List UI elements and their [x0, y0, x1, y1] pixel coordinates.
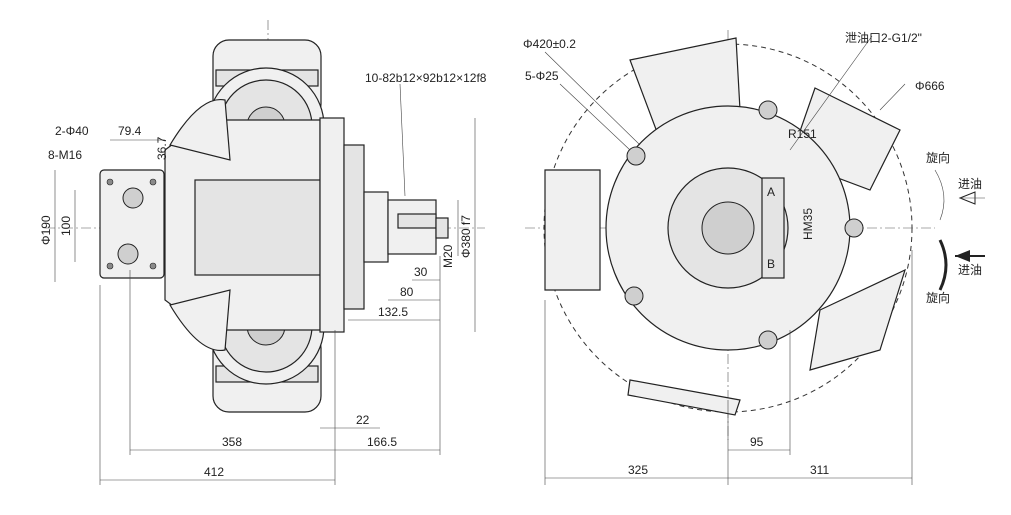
- model-label: HM35: [801, 208, 815, 240]
- dim-len-22: 22: [356, 413, 370, 427]
- dim-dia-pilot: Φ380 f7: [459, 215, 473, 258]
- front-view-dimensions: [544, 35, 913, 485]
- dim-len-132: 132.5: [378, 305, 408, 319]
- dim-len-311: 311: [810, 463, 829, 477]
- mounting-flange: [319, 117, 345, 333]
- dim-holes-top: 2-Φ40: [55, 124, 89, 138]
- dim-spline: 10-82b12×92b12×12f8: [365, 71, 487, 85]
- dim-len-166: 166.5: [367, 435, 397, 449]
- dim-len-412: 412: [204, 465, 224, 479]
- dim-height-100: 100: [59, 216, 73, 236]
- dim-len-95: 95: [750, 435, 764, 449]
- port-a-label: A: [767, 185, 775, 199]
- dim-len-358: 358: [222, 435, 242, 449]
- dim-mount-holes: 5-Φ25: [525, 69, 559, 83]
- side-view: 2-Φ40 79.4 8-M16 36.7 Φ190 100 10-82b12×…: [39, 20, 487, 485]
- dim-span-top: 79.4: [118, 124, 142, 138]
- dim-threads: 8-M16: [48, 148, 82, 162]
- dim-radius: R151: [788, 127, 817, 141]
- side-view-dimensions: [54, 83, 476, 485]
- dim-len-30: 30: [414, 265, 428, 279]
- dim-len-325: 325: [628, 463, 648, 477]
- output-shaft: [363, 191, 449, 263]
- dim-pcd: Φ420±0.2: [523, 37, 576, 51]
- inlet-label-bottom: 进油: [958, 263, 982, 277]
- rotation-label-top: 旋向: [926, 150, 950, 165]
- dim-len-80: 80: [400, 285, 414, 299]
- dim-drain: 泄油口2-G1/2": [845, 31, 922, 45]
- rotation-label-bottom: 旋向: [926, 290, 950, 305]
- inlet-label-top: 进油: [958, 177, 982, 191]
- port-block: [99, 169, 165, 279]
- port-plate: [761, 177, 785, 279]
- dim-offset: 36.7: [155, 136, 169, 160]
- mounting-holes: [624, 100, 864, 350]
- dim-dia-flange: Φ190: [39, 215, 53, 245]
- dim-thread-end: M20: [441, 244, 455, 268]
- dim-outer-dia: Φ666: [915, 79, 945, 93]
- port-b-label: B: [767, 257, 775, 271]
- front-view: A B HM35 Φ420±0.2 5-Φ25 泄油口2: [523, 30, 985, 485]
- rotation-arrows: [934, 169, 985, 291]
